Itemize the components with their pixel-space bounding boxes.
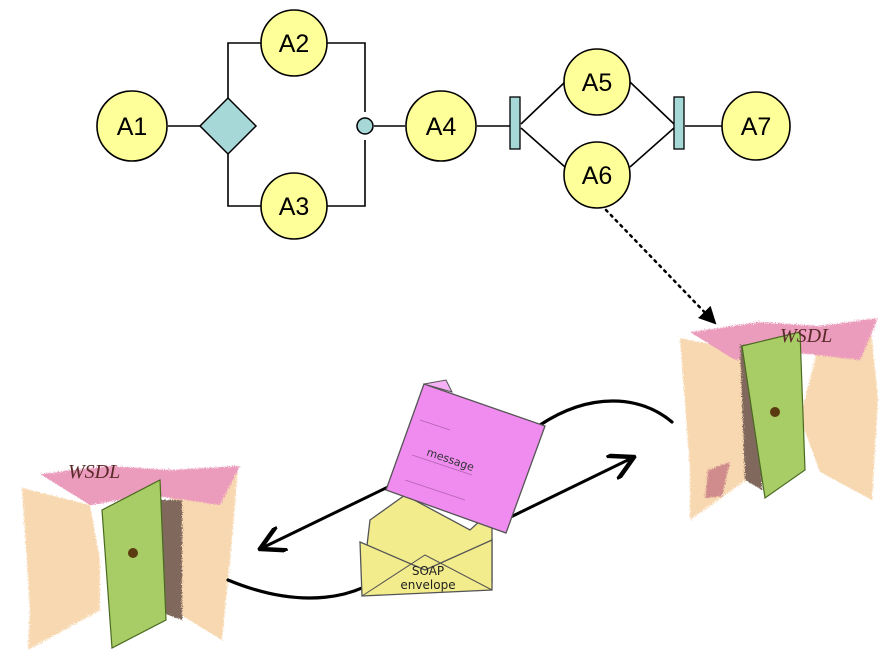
right-service-base xyxy=(705,462,730,498)
envelope-front xyxy=(359,538,493,597)
left-wsdl-service: WSDL xyxy=(22,461,240,650)
workflow-connectors xyxy=(168,42,722,207)
node-a5: A5 xyxy=(563,48,631,116)
activity-nodes: A1 A2 A3 A4 A5 A6 A7 xyxy=(96,9,791,240)
left-service-doorknob xyxy=(128,548,138,558)
left-wsdl-label: WSDL xyxy=(68,461,120,483)
node-a2-label: A2 xyxy=(279,30,310,58)
soap-envelope: message SOAP envelope xyxy=(359,379,546,597)
edge-a2-merge xyxy=(326,42,366,112)
node-a4: A4 xyxy=(405,90,477,162)
node-a1-label: A1 xyxy=(117,113,148,141)
right-service-left-wall xyxy=(680,338,760,520)
node-a2: A2 xyxy=(260,9,328,77)
right-service-right-wall xyxy=(800,322,878,500)
edge-a6-join xyxy=(629,127,675,168)
parallel-fork-bar xyxy=(509,96,521,150)
xor-gateway-diamond xyxy=(198,96,258,156)
node-a7: A7 xyxy=(721,91,791,161)
parallel-join-bar xyxy=(673,96,685,150)
dotted-arrow-a6-to-service xyxy=(604,208,717,325)
left-service-door xyxy=(101,479,167,649)
right-service-doorknob xyxy=(770,407,780,417)
node-a3: A3 xyxy=(260,172,328,240)
message-paper: message xyxy=(385,379,546,534)
envelope-label-line1: SOAP xyxy=(412,564,444,578)
node-a3-label: A3 xyxy=(279,193,310,221)
node-a5-label: A5 xyxy=(582,69,613,97)
envelope-label-line2: envelope xyxy=(400,578,455,592)
merge-connector-circle xyxy=(356,117,374,135)
left-service-roof xyxy=(40,466,240,505)
edge-gateway-a3 xyxy=(227,154,262,207)
node-a7-label: A7 xyxy=(741,113,772,141)
edge-fork-a5 xyxy=(520,81,566,125)
node-a4-label: A4 xyxy=(426,113,457,141)
right-wsdl-label: WSDL xyxy=(780,325,832,347)
left-service-left-wall xyxy=(22,488,100,650)
edge-gateway-a2 xyxy=(227,42,262,98)
edge-a3-merge xyxy=(326,140,366,207)
curve-message-to-right-service xyxy=(538,399,674,427)
node-a1: A1 xyxy=(96,90,168,162)
edge-fork-a6 xyxy=(520,127,566,168)
arrow-to-left-service xyxy=(262,484,391,548)
edge-a5-join xyxy=(629,81,675,125)
node-a6: A6 xyxy=(563,141,631,209)
node-a6-label: A6 xyxy=(582,162,613,190)
right-wsdl-service: WSDL xyxy=(680,318,878,520)
